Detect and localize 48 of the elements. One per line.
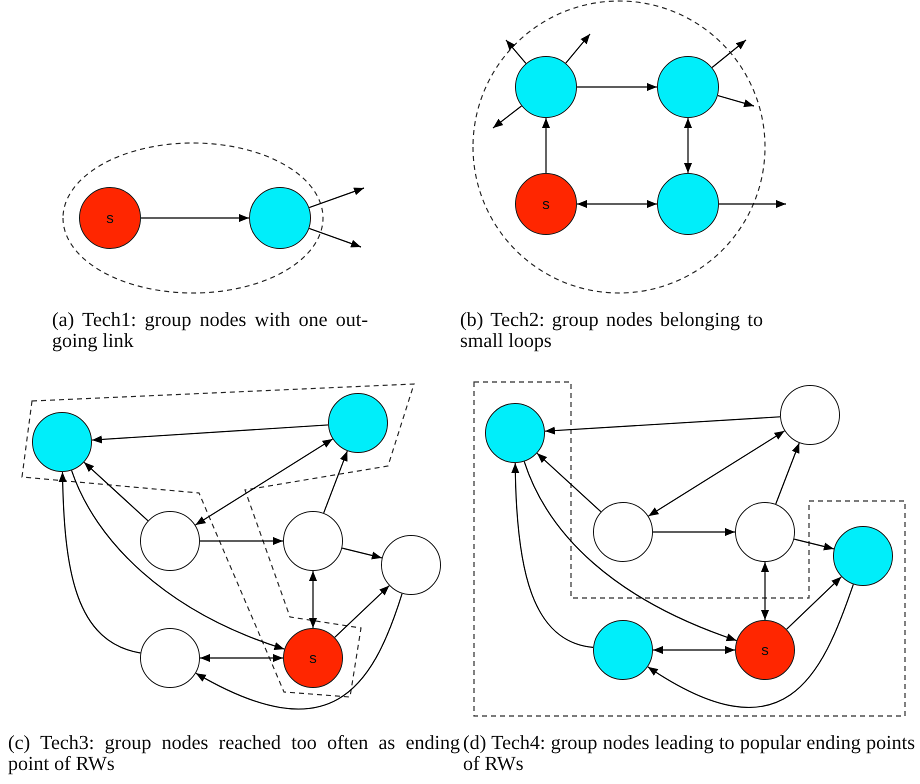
arrow — [309, 187, 364, 208]
arrow — [786, 576, 842, 630]
arrow — [323, 450, 348, 514]
arrow — [775, 442, 800, 504]
arrow — [92, 424, 328, 444]
double-arrow — [200, 654, 283, 662]
arrow — [334, 585, 390, 638]
node-circle — [140, 511, 200, 571]
arrow — [794, 538, 834, 550]
double-arrow — [684, 118, 692, 173]
arrow — [84, 462, 148, 522]
double-arrow — [653, 646, 735, 654]
subfigure-caption: (d) Tech4: group nodes leading to popular ending points of RWs — [463, 733, 915, 775]
arrow — [542, 118, 550, 173]
arrow — [511, 462, 594, 648]
arrow — [565, 34, 590, 64]
arrow — [524, 461, 737, 642]
node-circle — [32, 412, 92, 472]
node-circle — [249, 187, 311, 249]
double-arrow — [648, 430, 785, 517]
arrow — [648, 584, 854, 708]
subfigure-caption: (c) Tech3: group nodes reached too often as ending point of RWs — [8, 733, 460, 775]
node-circle: s — [515, 173, 577, 235]
double-arrow — [309, 571, 317, 628]
arrow — [342, 548, 382, 560]
arrow — [536, 452, 602, 512]
double-arrow — [761, 562, 769, 620]
arrow — [71, 470, 285, 650]
arrow — [719, 200, 786, 208]
arrow — [506, 40, 526, 64]
arrow — [196, 593, 403, 710]
node-circle: s — [79, 187, 141, 249]
arrow — [492, 106, 522, 128]
node-circle — [593, 502, 653, 562]
arrow — [544, 416, 780, 435]
arrow — [200, 537, 283, 545]
double-arrow — [195, 438, 333, 526]
node-circle: s — [735, 620, 795, 680]
double-arrow — [577, 200, 657, 208]
arrow — [653, 528, 735, 536]
subfigure-caption: (b) Tech2: group nodes belonging to small loops — [460, 310, 763, 352]
arrow — [58, 472, 141, 654]
node-circle: s — [283, 628, 343, 688]
arrow — [577, 83, 657, 91]
arrow — [141, 214, 249, 222]
arrow — [718, 95, 754, 108]
subfigure-caption: (a) Tech1: group nodes with one out-going link — [52, 310, 368, 352]
arrow — [308, 228, 362, 248]
